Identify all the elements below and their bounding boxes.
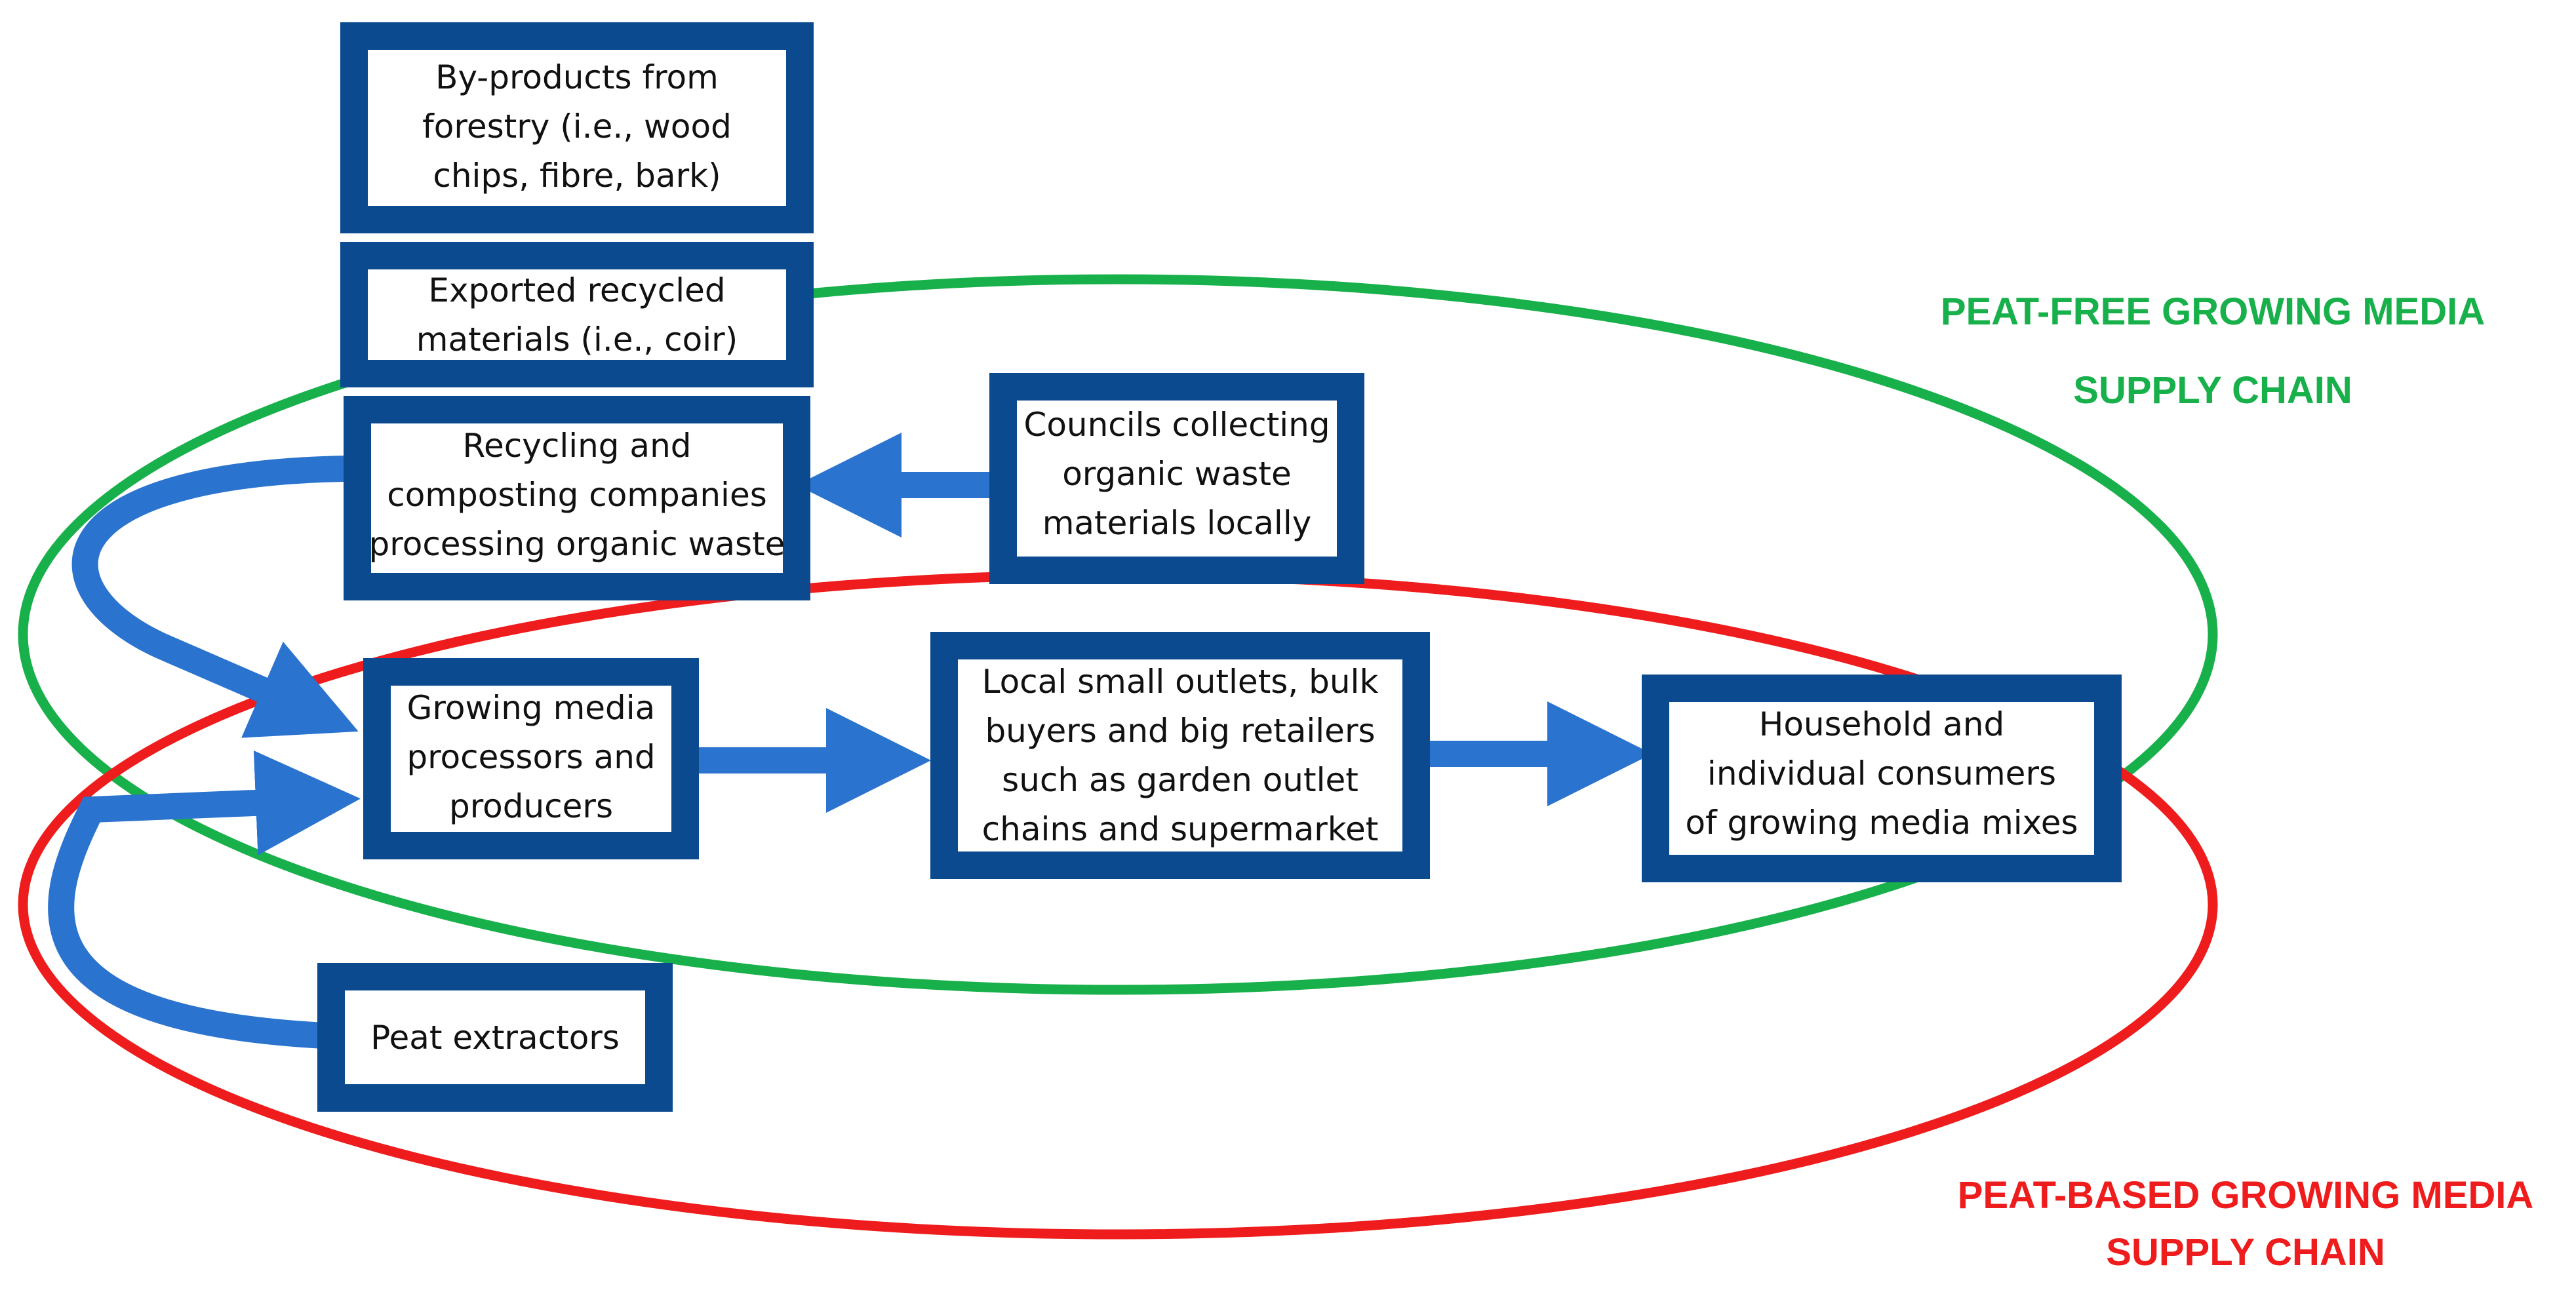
node-councils-line-3: materials locally <box>1042 504 1312 542</box>
peat-based-label-line-1: PEAT-BASED GROWING MEDIA <box>1958 1174 2534 1217</box>
node-forestry-line-3: chips, fibre, bark) <box>433 157 721 195</box>
peat-free-label-line-2: SUPPLY CHAIN <box>2073 369 2352 412</box>
peat-free-label-line-1: PEAT-FREE GROWING MEDIA <box>1941 290 2485 333</box>
node-consumers: Household and individual consumers of gr… <box>1642 675 2122 882</box>
flow-arrows <box>48 433 1652 1049</box>
node-forestry-line-1: By-products from <box>435 58 719 96</box>
node-recycling: Recycling and composting companies proce… <box>344 396 810 600</box>
node-peat-line-1: Peat extractors <box>370 1019 620 1057</box>
arrow-recycling-to-processors <box>71 456 359 738</box>
peat-based-label-line-2: SUPPLY CHAIN <box>2106 1231 2385 1274</box>
arrow-peat-to-processors <box>48 750 361 1049</box>
node-consumers-line-3: of growing media mixes <box>1685 804 2078 842</box>
node-processors: Growing media processors and producers <box>363 658 699 859</box>
node-recycling-line-2: composting companies <box>387 476 767 514</box>
node-coir-line-1: Exported recycled <box>428 271 725 309</box>
node-retailers: Local small outlets, bulk buyers and big… <box>930 632 1430 879</box>
node-consumers-line-2: individual consumers <box>1707 754 2056 793</box>
node-processors-line-1: Growing media <box>407 689 656 727</box>
node-forestry: By-products from forestry (i.e., wood ch… <box>340 22 814 233</box>
node-processors-line-2: processors and <box>406 738 655 776</box>
node-retailers-line-4: chains and supermarket <box>982 810 1379 848</box>
node-recycling-line-1: Recycling and <box>463 427 692 465</box>
node-coir: Exported recycled materials (i.e., coir) <box>340 242 814 387</box>
node-retailers-line-1: Local small outlets, bulk <box>982 663 1379 701</box>
node-retailers-line-3: such as garden outlet <box>1002 761 1358 799</box>
node-councils: Councils collecting organic waste materi… <box>989 373 1364 584</box>
peat-based-chain-label: PEAT-BASED GROWING MEDIA SUPPLY CHAIN <box>1958 1174 2534 1274</box>
node-forestry-line-2: forestry (i.e., wood <box>422 108 732 146</box>
node-councils-line-1: Councils collecting <box>1023 406 1330 444</box>
node-recycling-line-3: processing organic waste <box>369 525 785 563</box>
node-councils-line-2: organic waste <box>1062 455 1292 493</box>
node-retailers-line-2: buyers and big retailers <box>985 712 1375 750</box>
peat-free-chain-ellipse <box>18 274 2218 995</box>
node-coir-line-2: materials (i.e., coir) <box>416 321 738 359</box>
node-processors-line-3: producers <box>449 787 613 825</box>
node-peat: Peat extractors <box>317 963 673 1112</box>
node-consumers-line-1: Household and <box>1759 705 2005 743</box>
peat-free-chain-label: PEAT-FREE GROWING MEDIA SUPPLY CHAIN <box>1941 290 2485 412</box>
